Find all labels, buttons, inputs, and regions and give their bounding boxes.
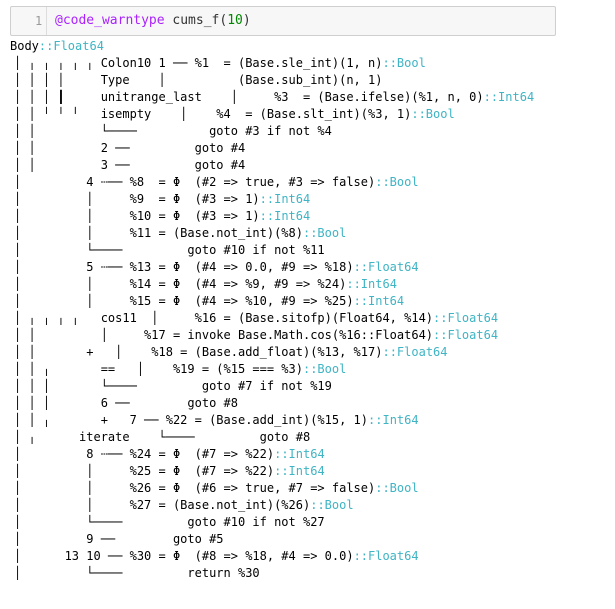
output-line: │ │ │ 6 ── goto #8: [14, 396, 238, 410]
close-paren-token: ): [242, 13, 251, 28]
code-input-cell[interactable]: 1 @code_warntype cums_f(10): [10, 6, 556, 36]
output-line: │ │ ╵ ╵ ╵ isempty │ %4 = (Base.slt_int)(…: [14, 107, 455, 121]
output-line: │ │ │ %17 = invoke Base.Math.cos(%16::Fl…: [14, 328, 499, 342]
output-line: │ │ │ │ Type │ (Base.sub_int)(n, 1): [14, 73, 383, 87]
output-line: │ └──── return %30: [14, 566, 260, 580]
output-line: │ ╷ iterate └──── goto #8: [14, 430, 311, 444]
output-line: │ │ %26 = Φ (#6 => true, #7 => false)::B…: [14, 481, 419, 495]
output-line: │ │ │ ┃ unitrange_last │ %3 = (Base.ifel…: [14, 90, 535, 104]
argument-token: 10: [227, 13, 243, 28]
code-line[interactable]: @code_warntype cums_f(10): [55, 13, 251, 28]
output-line: │ │ 3 ── goto #4: [14, 158, 246, 172]
output-line: │ 8 ┄── %24 = Φ (#7 => %22)::Int64: [14, 447, 325, 461]
output-line: │ ╷ ╷ ╷ ╷ cos11 │ %16 = (Base.sitofp)(Fl…: [14, 311, 499, 325]
output-line: │ 5 ┄── %13 = Φ (#4 => 0.0, #9 => %18)::…: [14, 260, 419, 274]
output-line: │ 13 10 ── %30 = Φ (#8 => %18, #4 => 0.0…: [14, 549, 419, 563]
call-token: cums_f(: [164, 13, 228, 28]
output-line: │ └──── goto #10 if not %11: [14, 243, 325, 257]
output-line: │ └──── goto #10 if not %27: [14, 515, 325, 529]
line-number-gutter: 1: [11, 7, 47, 35]
output-line: │ │ %25 = Φ (#7 => %22)::Int64: [14, 464, 325, 478]
output-line: │ │ %9 = Φ (#3 => 1)::Int64: [14, 192, 311, 206]
output-line: │ │ │ └──── goto #7 if not %19: [14, 379, 332, 393]
output-line: │ ╷ ╷ ╷ ╷ ╷ Colon10 1 ── %1 = (Base.sle_…: [14, 56, 426, 70]
output-line: │ │ └──── goto #3 if not %4: [14, 124, 332, 138]
output-line: │ 4 ┄── %8 = Φ (#2 => true, #3 => false)…: [14, 175, 419, 189]
output-line: Body::Float64: [10, 39, 104, 53]
output-line: │ │ %27 = (Base.not_int)(%26)::Bool: [14, 498, 354, 512]
output-line: │ │ 2 ── goto #4: [14, 141, 246, 155]
output-line: │ │ %10 = Φ (#3 => 1)::Int64: [14, 209, 311, 223]
line-number: 1: [35, 14, 43, 28]
output-area: Body::Float64 │ ╷ ╷ ╷ ╷ ╷ Colon10 1 ── %…: [0, 38, 615, 609]
output-line: │ 9 ── goto #5: [14, 532, 224, 546]
output-line: │ │ %14 = Φ (#4 => %9, #9 => %24)::Int64: [14, 277, 397, 291]
output-line: │ │ + │ %18 = (Base.add_float)(%13, %17)…: [14, 345, 448, 359]
output-line: │ │ ╷ == │ %19 = (%15 === %3)::Bool: [14, 362, 347, 376]
output-line: │ │ %15 = Φ (#4 => %10, #9 => %25)::Int6…: [14, 294, 405, 308]
output-line: │ │ %11 = (Base.not_int)(%8)::Bool: [14, 226, 347, 240]
macro-token: @code_warntype: [55, 13, 165, 28]
output-line: │ │ ╷ + 7 ── %22 = (Base.add_int)(%15, 1…: [14, 413, 419, 427]
